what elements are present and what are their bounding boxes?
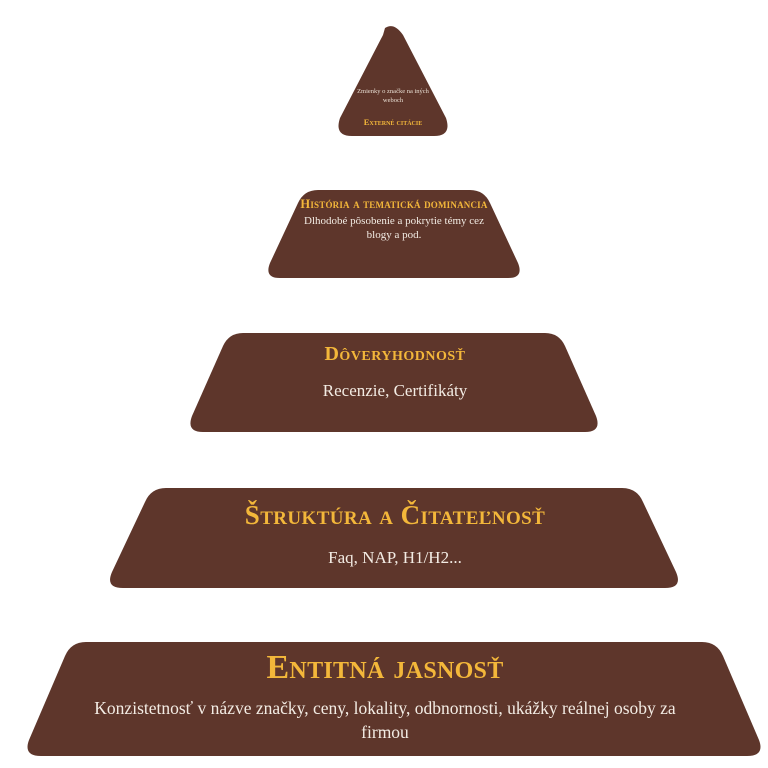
pyramid-tier-1: Zmienky o značke na iných weboch Externé…: [350, 88, 436, 127]
pyramid-tier-2-shape: [268, 190, 520, 278]
tier-2-title: História a tematická dominancia: [300, 197, 488, 211]
tier-3-title: Dôveryhodnosť: [324, 343, 466, 365]
tier-2-description: Dlhodobé pôsobenie a pokrytie témy cez b…: [304, 215, 484, 242]
tier-4-title: Štruktúra a Čitateľnosť: [244, 500, 546, 530]
tier-1-title: Externé citácie: [363, 116, 423, 127]
pyramid-tier-5: Entitná jasnosť Konzistetnosť v názve zn…: [80, 648, 690, 744]
pyramid-tier-4: Štruktúra a Čitateľnosť Faq, NAP, H1/H2.…: [150, 500, 640, 568]
tier-4-description: Faq, NAP, H1/H2...: [328, 548, 462, 568]
pyramid-tier-5-shape: [27, 642, 761, 756]
pyramid-tier-1-shape: [338, 26, 448, 136]
pyramid-tier-4-shape: [110, 488, 678, 588]
pyramid-tier-2: História a tematická dominancia Dlhodobé…: [300, 197, 488, 243]
pyramid-tier-3-shape: [190, 333, 598, 432]
tier-3-description: Recenzie, Certifikáty: [322, 381, 468, 400]
tier-1-description: Zmienky o značke na iných weboch: [357, 88, 429, 104]
tier-5-title: Entitná jasnosť: [266, 649, 504, 686]
tier-5-description: Konzistetnosť v názve značky, ceny, loka…: [94, 698, 676, 742]
pyramid-tier-3: Dôveryhodnosť Recenzie, Certifikáty: [230, 343, 560, 401]
